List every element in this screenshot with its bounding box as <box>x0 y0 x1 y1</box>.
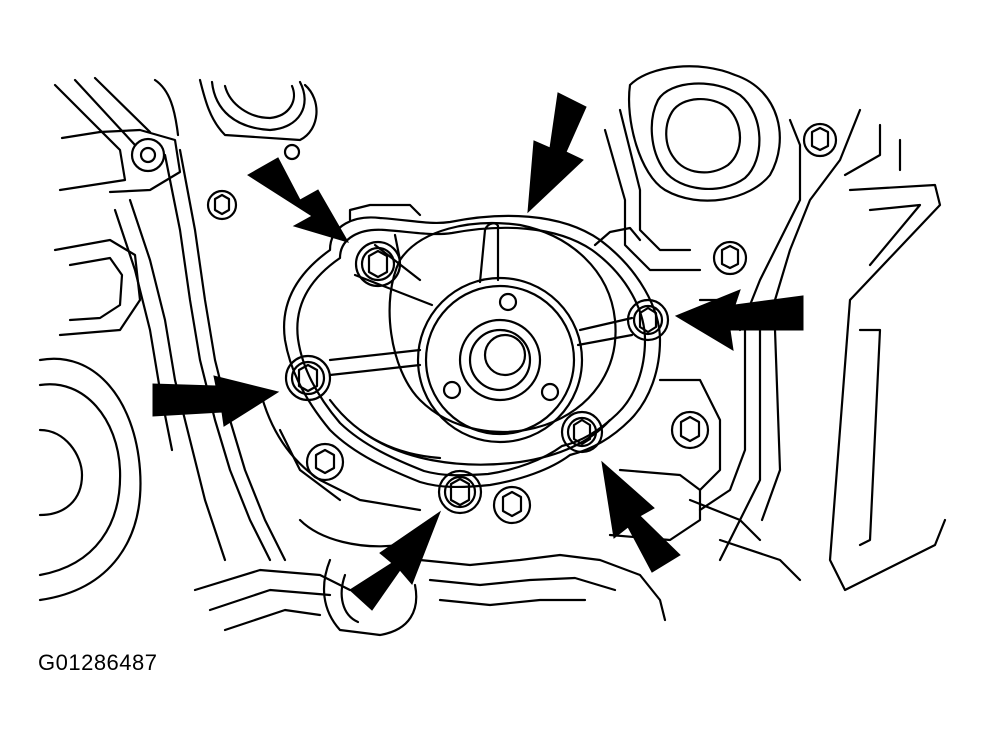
figure-id-label: G01286487 <box>38 650 158 675</box>
arrow-top-center <box>527 92 587 214</box>
bolt-left <box>284 354 332 402</box>
bolt-top-left <box>354 240 402 288</box>
bolt-right <box>626 298 670 342</box>
pump-bolts <box>284 240 670 515</box>
arrow-bottom-right <box>601 460 681 573</box>
bolt-bottom-left <box>437 469 483 515</box>
arrow-top-left <box>247 157 350 243</box>
pointer-arrows <box>152 92 804 611</box>
arrow-bottom-left <box>349 510 442 611</box>
engine-block-outline <box>38 65 947 637</box>
water-pump-body <box>283 203 662 489</box>
arrow-right <box>674 289 804 351</box>
arrow-left <box>152 375 280 427</box>
bolt-bottom-right <box>560 410 604 454</box>
